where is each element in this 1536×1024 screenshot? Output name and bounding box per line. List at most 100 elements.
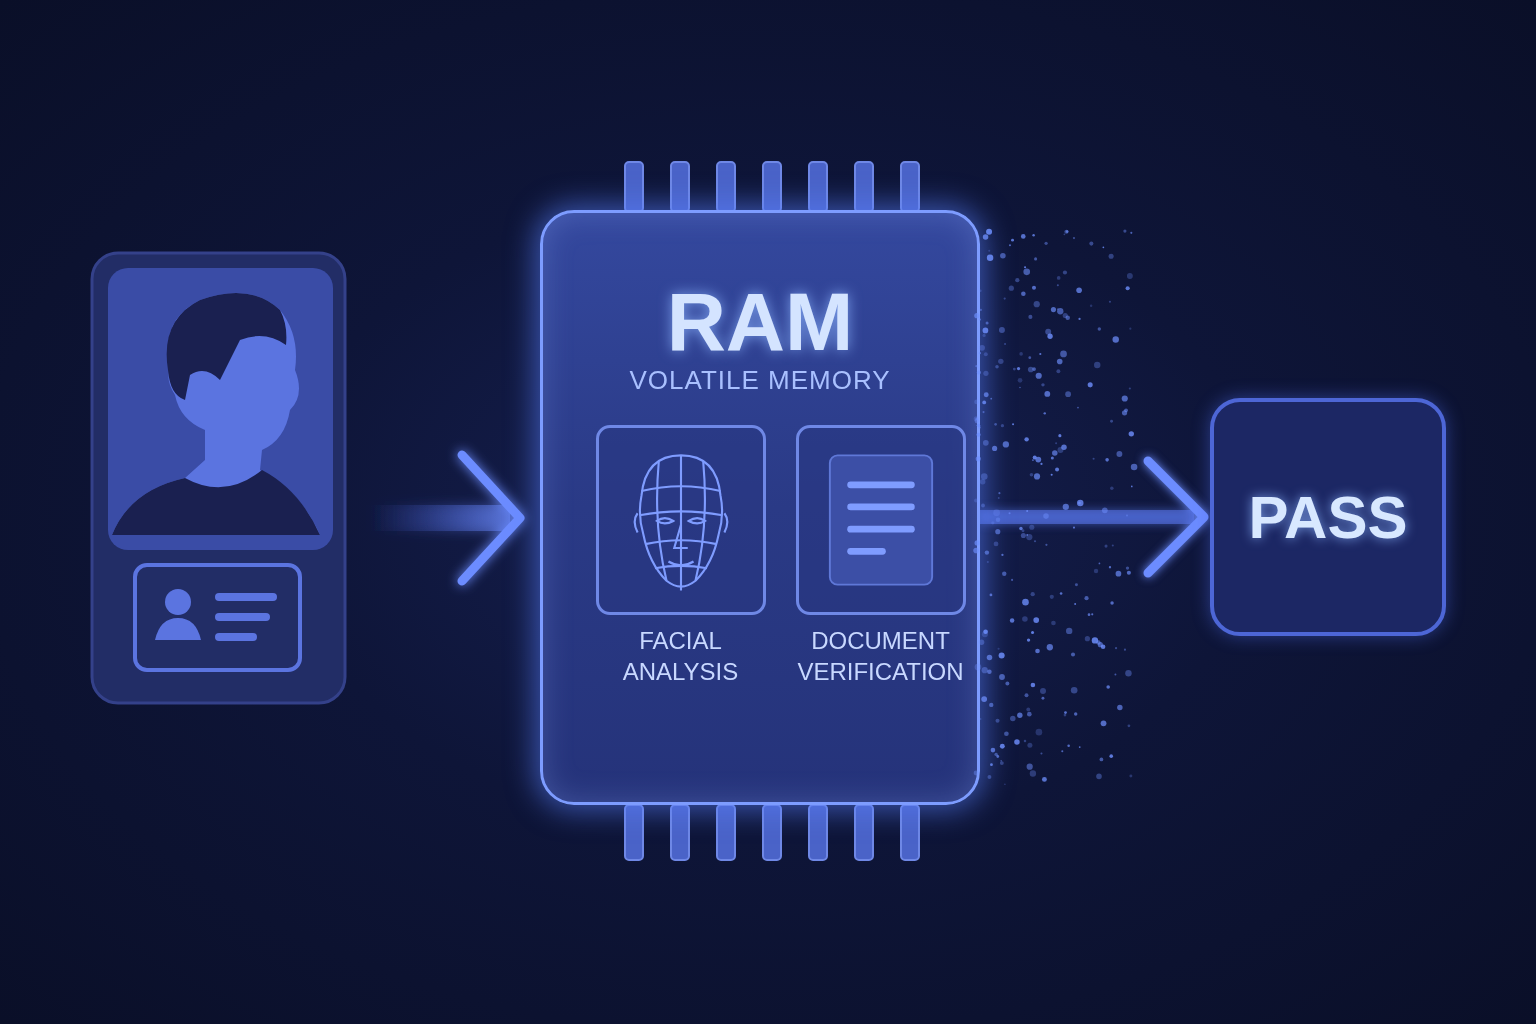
particle bbox=[994, 753, 997, 756]
particle bbox=[1061, 444, 1067, 450]
particle bbox=[974, 771, 979, 776]
particle bbox=[982, 400, 986, 404]
particle bbox=[974, 400, 979, 405]
particle bbox=[1088, 613, 1091, 616]
particle bbox=[1050, 595, 1054, 599]
particle bbox=[1034, 540, 1036, 542]
particle bbox=[1077, 500, 1084, 507]
particle bbox=[1026, 534, 1032, 540]
particle bbox=[1001, 424, 1004, 427]
particle bbox=[1021, 292, 1026, 297]
particle bbox=[1057, 447, 1063, 453]
particle bbox=[996, 719, 1000, 723]
result-box: PASS bbox=[1210, 398, 1446, 636]
particle bbox=[1071, 652, 1075, 656]
particle bbox=[1027, 764, 1033, 770]
particle bbox=[980, 309, 982, 311]
particle bbox=[1099, 563, 1101, 565]
particle bbox=[1071, 687, 1078, 694]
particle bbox=[994, 423, 997, 426]
particle bbox=[977, 370, 981, 374]
particle bbox=[998, 492, 1000, 494]
particle bbox=[1079, 746, 1081, 748]
particle bbox=[1102, 246, 1104, 248]
particle bbox=[1089, 242, 1093, 246]
particle bbox=[1074, 712, 1077, 715]
particle bbox=[998, 497, 1000, 499]
module-label: FACIAL ANALYSIS bbox=[588, 625, 773, 687]
particle bbox=[996, 517, 1001, 522]
particle bbox=[1105, 458, 1109, 462]
particle bbox=[1090, 305, 1092, 307]
particle bbox=[1129, 387, 1131, 389]
particle bbox=[1010, 716, 1015, 721]
particle bbox=[1032, 367, 1036, 371]
particle bbox=[1116, 451, 1122, 457]
particle bbox=[1033, 617, 1039, 623]
particle bbox=[1031, 683, 1036, 688]
particle bbox=[1127, 273, 1133, 279]
particle bbox=[1013, 368, 1016, 371]
particle bbox=[1098, 642, 1103, 647]
particle bbox=[1040, 752, 1042, 754]
particle bbox=[1129, 774, 1132, 777]
particle bbox=[1026, 510, 1028, 512]
particle bbox=[1063, 270, 1067, 274]
particle bbox=[1122, 410, 1127, 415]
particle bbox=[985, 550, 989, 554]
particle bbox=[1063, 313, 1068, 318]
particle bbox=[987, 561, 989, 563]
particle bbox=[1124, 649, 1126, 651]
particle bbox=[1123, 229, 1126, 232]
particle bbox=[1094, 362, 1100, 368]
particle bbox=[982, 631, 988, 637]
analysis-module: DOCUMENT VERIFICATION bbox=[788, 425, 973, 700]
particle bbox=[1000, 760, 1002, 762]
particle bbox=[984, 392, 989, 397]
particle bbox=[994, 542, 999, 547]
particle bbox=[1052, 450, 1058, 456]
particle bbox=[983, 328, 989, 334]
particle bbox=[1034, 301, 1040, 307]
particle bbox=[1041, 383, 1044, 386]
particle bbox=[1028, 356, 1031, 359]
particle bbox=[1002, 572, 1006, 576]
particle bbox=[1057, 276, 1061, 280]
particle bbox=[1130, 232, 1132, 234]
document-icon bbox=[799, 428, 963, 612]
particle bbox=[981, 696, 987, 702]
particle bbox=[1065, 315, 1070, 320]
particle bbox=[1098, 327, 1101, 330]
particle bbox=[1061, 750, 1063, 752]
particle bbox=[983, 371, 988, 376]
particle bbox=[1104, 545, 1107, 548]
particle bbox=[1126, 286, 1130, 290]
particle bbox=[1115, 647, 1117, 649]
particle bbox=[991, 521, 994, 524]
user-card bbox=[92, 253, 345, 703]
particle bbox=[1025, 693, 1029, 697]
particle bbox=[1024, 740, 1026, 742]
particle bbox=[1051, 474, 1053, 476]
particle bbox=[1063, 504, 1069, 510]
particle bbox=[1031, 631, 1034, 634]
particle bbox=[1093, 458, 1095, 460]
particle bbox=[1023, 269, 1030, 276]
particle bbox=[1114, 673, 1116, 675]
particle bbox=[1022, 529, 1025, 532]
particle bbox=[1045, 544, 1047, 546]
particle bbox=[975, 419, 980, 424]
module-icon-box bbox=[796, 425, 966, 615]
particle bbox=[986, 229, 992, 235]
particle bbox=[1067, 745, 1070, 748]
particle bbox=[1022, 599, 1029, 606]
particle bbox=[979, 639, 984, 644]
chip-subtitle: VOLATILE MEMORY bbox=[543, 365, 977, 396]
particle bbox=[1032, 286, 1036, 290]
particle bbox=[1019, 352, 1023, 356]
particle bbox=[1057, 308, 1063, 314]
particle bbox=[995, 529, 1000, 534]
particle bbox=[1096, 774, 1102, 780]
particle bbox=[978, 426, 981, 429]
particle bbox=[1029, 525, 1034, 530]
